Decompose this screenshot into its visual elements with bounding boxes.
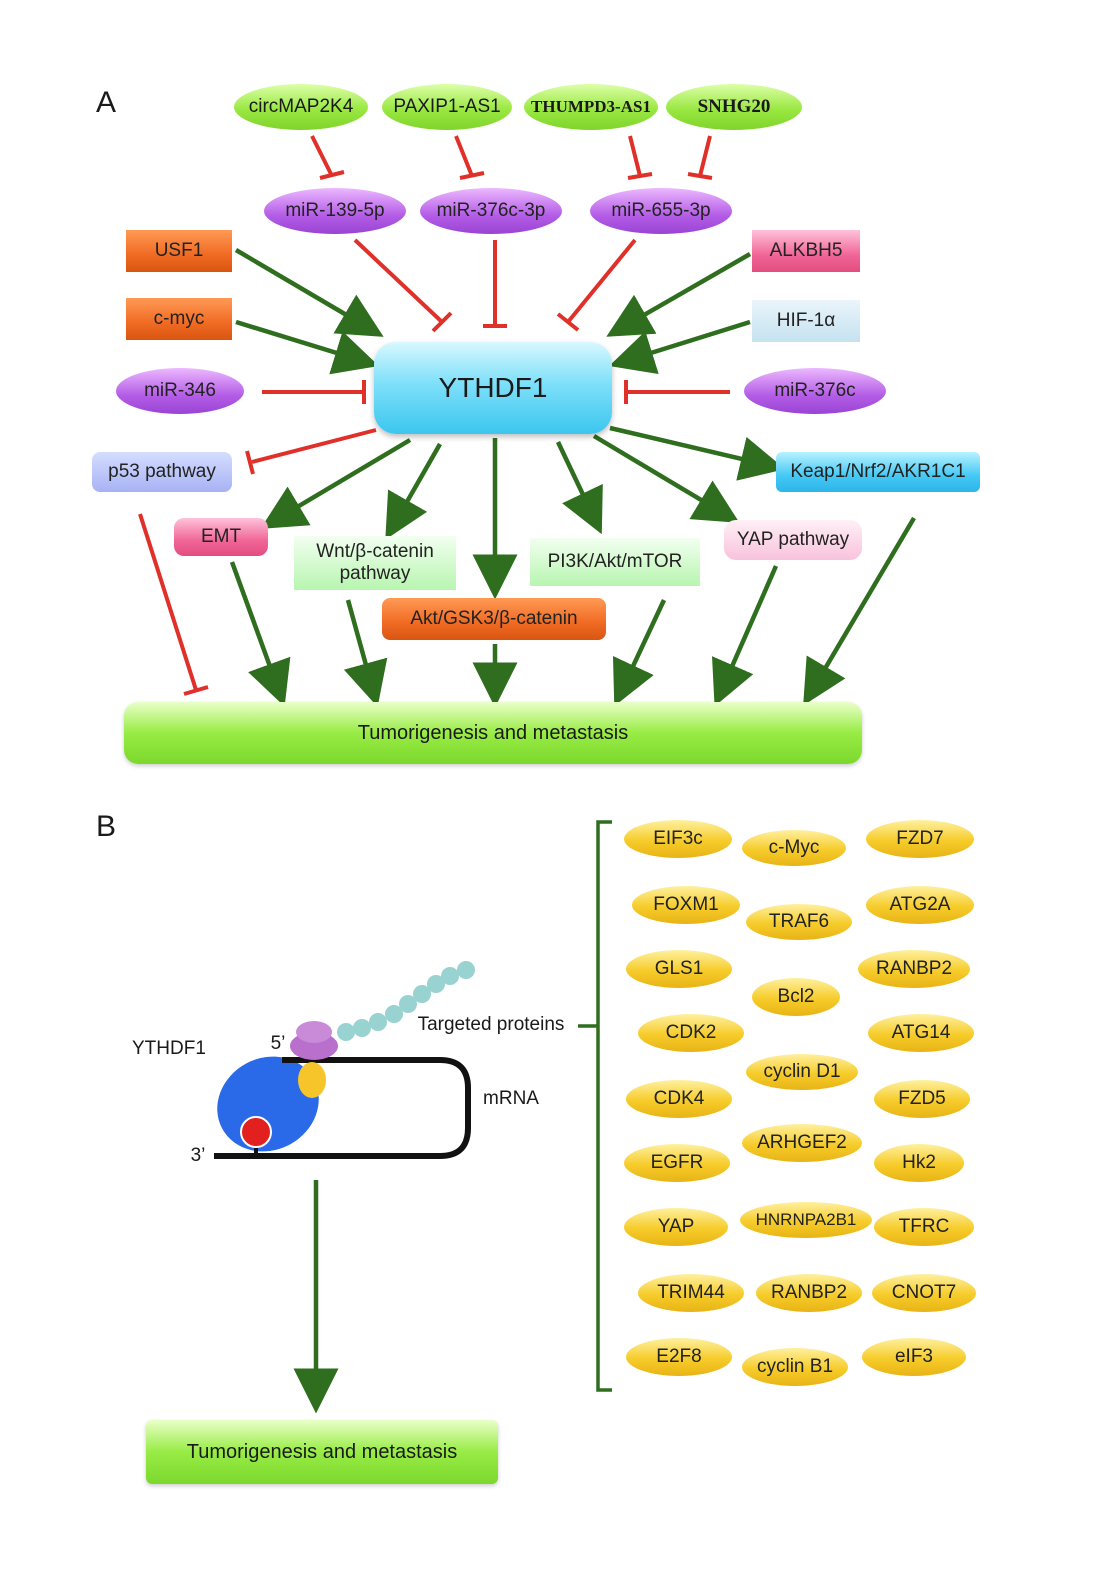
protein-gls1: GLS1 xyxy=(626,950,732,988)
protein-cyclin-b1: cyclin B1 xyxy=(742,1348,848,1386)
node-pi3k-akt-mtor: PI3K/Akt/mTOR xyxy=(530,538,700,586)
protein-arhgef2: ARHGEF2 xyxy=(742,1124,862,1162)
node-usf1: USF1 xyxy=(126,230,232,272)
node-hif-1a: HIF-1α xyxy=(752,300,860,342)
node-mir-376c-3p: miR-376c-3p xyxy=(420,188,562,234)
node-p53-pathway: p53 pathway xyxy=(92,452,232,492)
protein-ranbp2-a: RANBP2 xyxy=(858,950,970,988)
protein-foxm1: FOXM1 xyxy=(632,886,740,924)
protein-tfrc: TFRC xyxy=(874,1208,974,1246)
protein-eif3c: EIF3c xyxy=(624,820,732,858)
protein-hk2: Hk2 xyxy=(874,1144,964,1182)
node-c-myc: c-myc xyxy=(126,298,232,340)
label-five-prime: 5’ xyxy=(270,1033,286,1055)
m6a-mark xyxy=(240,1116,272,1148)
protein-atg14: ATG14 xyxy=(868,1014,974,1052)
ribosome-large-subunit xyxy=(296,1021,332,1043)
outcome-bar-b: Tumorigenesis and metastasis xyxy=(146,1420,498,1484)
lncrna-inhibition-lines xyxy=(310,135,713,180)
node-yap-pathway: YAP pathway xyxy=(724,520,862,560)
node-mir-376c: miR-376c xyxy=(744,368,886,414)
label-three-prime: 3’ xyxy=(190,1145,206,1167)
label-targeted-proteins: Targeted proteins xyxy=(417,1014,565,1036)
outcome-bar-a: Tumorigenesis and metastasis xyxy=(124,702,862,764)
node-circmap2k4: circMAP2K4 xyxy=(234,84,368,130)
mirna-inhibition-lines xyxy=(138,238,730,696)
protein-hnrnpa2b1: HNRNPA2B1 xyxy=(740,1202,872,1238)
mir-139-5p-label: miR-139-5p xyxy=(285,200,385,222)
mrna-schematic xyxy=(214,961,475,1159)
activation-arrows xyxy=(229,248,916,1414)
peptide-chain xyxy=(337,961,475,1041)
protein-e2f8: E2F8 xyxy=(626,1338,732,1376)
initiation-factor-shape xyxy=(298,1062,326,1098)
protein-fzd7: FZD7 xyxy=(866,820,974,858)
node-thumpd3-as1: THUMPD3-AS1 xyxy=(524,84,658,130)
node-snhg20: SNHG20 xyxy=(666,84,802,130)
node-paxip1-as1: PAXIP1-AS1 xyxy=(382,84,512,130)
node-keap1-nrf2-akr1c1: Keap1/Nrf2/AKR1C1 xyxy=(776,452,980,492)
protein-egfr: EGFR xyxy=(624,1144,730,1182)
protein-traf6: TRAF6 xyxy=(746,904,852,940)
protein-bracket xyxy=(578,820,612,1392)
protein-cdk4: CDK4 xyxy=(626,1080,732,1118)
protein-atg2a: ATG2A xyxy=(866,886,974,924)
mir-346-label: miR-346 xyxy=(144,380,216,402)
node-mir-346: miR-346 xyxy=(116,368,244,414)
mir-376c-label: miR-376c xyxy=(774,380,856,402)
node-wnt-beta-catenin: Wnt/β-catenin pathway xyxy=(294,536,456,590)
panel-a-label: A xyxy=(96,86,117,119)
protein-trim44: TRIM44 xyxy=(638,1274,744,1312)
node-mir-655-3p: miR-655-3p xyxy=(590,188,732,234)
node-mir-139-5p: miR-139-5p xyxy=(264,188,406,234)
mir-655-3p-label: miR-655-3p xyxy=(611,200,711,222)
node-ythdf1: YTHDF1 xyxy=(374,342,612,434)
label-mrna: mRNA xyxy=(483,1088,539,1110)
protein-yap: YAP xyxy=(624,1208,728,1246)
label-ythdf1: YTHDF1 xyxy=(132,1038,206,1060)
mrna-strand xyxy=(214,1057,471,1159)
node-emt: EMT xyxy=(174,518,268,556)
panel-b-label: B xyxy=(96,810,117,843)
protein-ranbp2-b: RANBP2 xyxy=(756,1274,862,1312)
protein-cnot7: CNOT7 xyxy=(872,1274,976,1312)
protein-cdk2: CDK2 xyxy=(638,1014,744,1052)
node-alkbh5: ALKBH5 xyxy=(752,230,860,272)
node-akt-gsk3-beta-catenin: Akt/GSK3/β-catenin xyxy=(382,598,606,640)
mir-376c-3p-label: miR-376c-3p xyxy=(436,200,546,222)
protein-cyclin-d1: cyclin D1 xyxy=(746,1054,858,1090)
protein-fzd5: FZD5 xyxy=(874,1080,970,1118)
protein-eif3: eIF3 xyxy=(862,1338,966,1376)
protein-c-myc: c-Myc xyxy=(742,830,846,866)
protein-bcl2: Bcl2 xyxy=(752,978,840,1016)
